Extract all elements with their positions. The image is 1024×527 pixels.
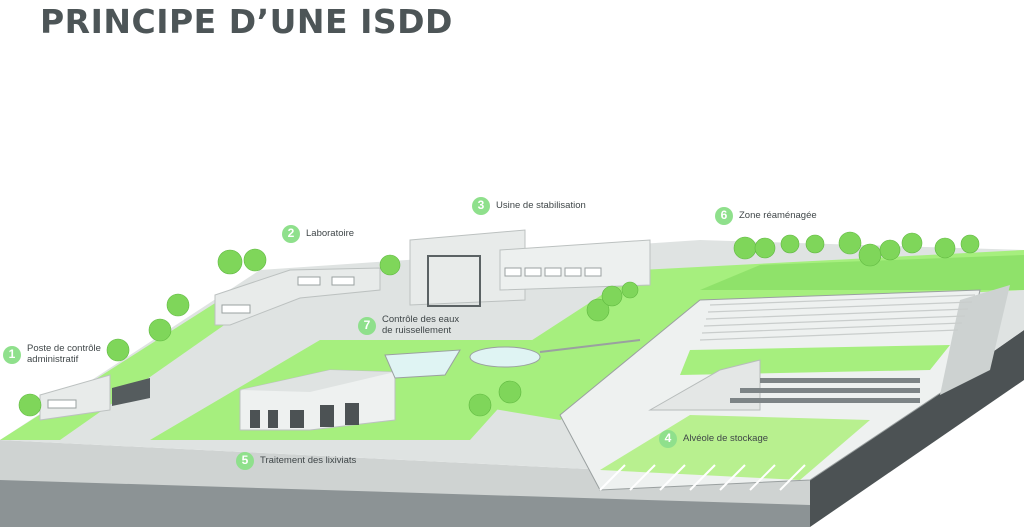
storage-cell-wall — [940, 285, 1010, 395]
admin-window — [47, 399, 77, 409]
badge-2: 2 — [282, 225, 300, 243]
label-1-line1: Poste de contrôle — [27, 343, 101, 354]
waste-drums — [730, 378, 920, 403]
label-stabilisation-plant: 3 Usine de stabilisation — [472, 197, 586, 215]
label-5-text: Traitement des lixiviats — [260, 454, 357, 466]
label-4-text: Alvéole de stockage — [683, 432, 769, 444]
label-6-text: Zone réaménagée — [739, 209, 817, 221]
label-1-line2: administratif — [27, 353, 79, 365]
leachate-doors — [250, 403, 359, 428]
badge-5: 5 — [236, 452, 254, 470]
label-storage-cell: 4 Alvéole de stockage — [659, 430, 768, 448]
runoff-pond — [469, 346, 541, 368]
label-7-line1: Contrôle des eaux — [382, 314, 460, 325]
stabilisation-plant — [409, 229, 526, 306]
leachate-building-roof — [240, 370, 395, 392]
badge-3: 3 — [472, 197, 490, 215]
storage-cell-drains — [599, 464, 806, 491]
runoff-basin — [384, 349, 461, 379]
storage-cell-terraces — [699, 294, 976, 341]
badge-6: 6 — [715, 207, 733, 225]
ground-slab-bottom — [0, 480, 810, 527]
label-2-text: Laboratoire — [306, 227, 355, 239]
label-rehabilitated-zone: 6 Zone réaménagée — [715, 207, 817, 225]
label-3-text: Usine de stabilisation — [496, 199, 586, 211]
stabilisation-plant-windows — [504, 267, 602, 277]
grass-top — [700, 255, 1024, 290]
admin-building — [39, 374, 111, 421]
waste-stack — [648, 359, 761, 411]
stabilisation-plant-annex — [499, 239, 651, 291]
badge-7: 7 — [358, 316, 376, 335]
runoff-pipe — [539, 339, 641, 353]
trees — [18, 231, 980, 417]
truck — [112, 378, 150, 406]
laboratory-windows — [221, 276, 355, 314]
badge-4: 4 — [659, 430, 677, 448]
badge-1: 1 — [3, 345, 21, 364]
page-title: PRINCIPE D’UNE ISDD — [40, 2, 453, 41]
stabilisation-plant-frame — [427, 255, 481, 307]
label-leachate-treatment: 5 Traitement des lixiviats — [236, 452, 356, 470]
label-7-line2: de ruissellement — [382, 324, 452, 336]
label-laboratory: 2 Laboratoire — [282, 225, 354, 243]
